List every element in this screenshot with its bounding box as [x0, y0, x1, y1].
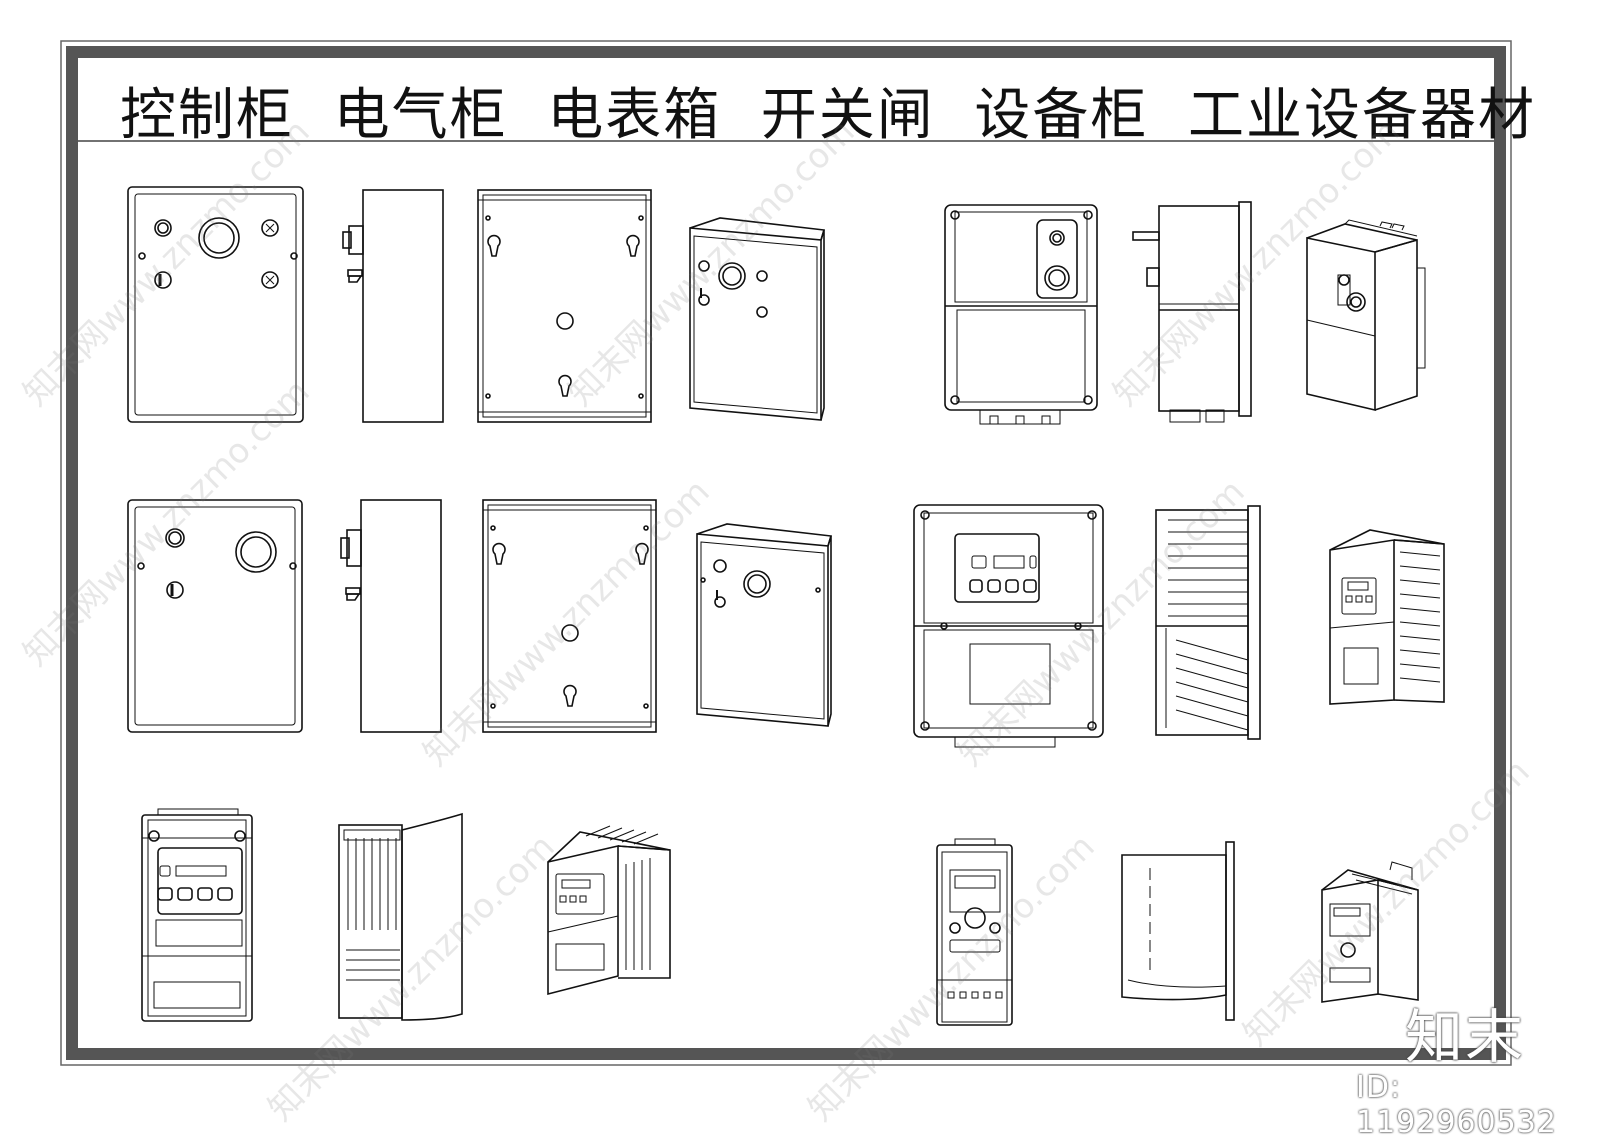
control-box-iso — [689, 217, 826, 421]
inverter-sealed-side — [1132, 201, 1252, 423]
sheet-title: 控制柜 电气柜 电表箱 开关闸 设备柜 工业设备器材 — [120, 83, 1537, 148]
brand-logo-text: 知末 — [1405, 1003, 1526, 1071]
drive-slim-front — [936, 838, 1013, 1026]
control-box-front — [127, 186, 304, 423]
drive-small-iso — [547, 825, 671, 996]
inverter-keypad-side — [1155, 505, 1261, 740]
frame-outer-line — [60, 40, 1512, 1066]
inverter-sealed-iso — [1306, 219, 1426, 412]
image-id-label: ID: 1192960532 — [1356, 1070, 1557, 1140]
control-box-side — [342, 189, 444, 423]
control-box-2-side — [340, 499, 442, 733]
inverter-sealed-front — [944, 204, 1098, 425]
drive-slim-iso — [1321, 861, 1419, 1003]
drive-slim-side — [1121, 841, 1235, 1021]
drive-small-side — [338, 812, 463, 1021]
inverter-keypad-front — [913, 504, 1104, 748]
control-box-2-iso — [696, 523, 833, 727]
control-box-2-back — [482, 499, 657, 733]
control-box-back — [477, 189, 652, 423]
frame-border — [66, 46, 1506, 1060]
control-box-2-front — [127, 499, 303, 733]
drive-small-front — [141, 808, 253, 1022]
inverter-keypad-iso — [1329, 529, 1445, 705]
